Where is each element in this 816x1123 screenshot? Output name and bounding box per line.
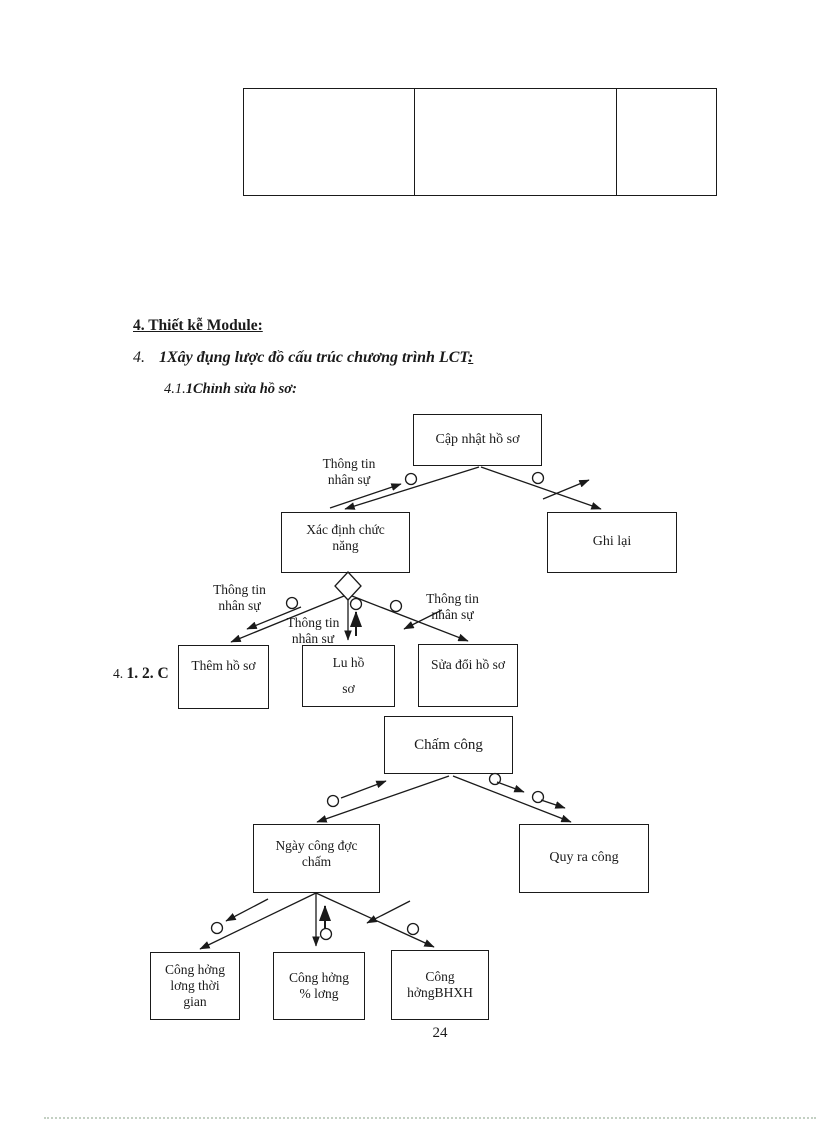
box-cham-cong: Chấm công <box>384 716 513 774</box>
flow-label-thong-tin-nhan-su: Thông tin nhân sự <box>322 456 376 487</box>
data-couple-circle <box>406 922 420 936</box>
data-couple-circle <box>404 472 418 486</box>
data-couple-circle <box>349 597 363 611</box>
data-couple-arrow <box>542 479 590 500</box>
heading-colon: : <box>467 349 474 366</box>
connector-line <box>480 466 602 510</box>
data-couple-circle <box>531 790 545 804</box>
data-couple-circle <box>210 921 224 935</box>
subsection-heading-partially-hidden: 4. 1. 2. C <box>113 665 169 683</box>
table-cell <box>414 89 616 195</box>
box-ngay-cong-duoc-cham: Ngày công đợc chấm <box>253 824 380 893</box>
heading-number: 4. <box>113 666 127 681</box>
data-couple-arrow <box>496 781 525 793</box>
table-cell <box>616 89 716 195</box>
flow-label-thong-tin-nhan-su: Thông tin nhân sự <box>426 591 479 622</box>
subsection-heading-lct: 4. 1Xây đụng lược đồ cấu trúc chương trìn… <box>133 349 473 367</box>
box-cong-huong-phan-tram-luong: Công hởng % lơng <box>273 952 365 1020</box>
data-couple-arrow <box>329 483 402 509</box>
data-couple-circle <box>389 599 403 613</box>
table-cell <box>244 89 414 195</box>
flow-label-thong-tin-nhan-su: Thông tin nhân sự <box>213 582 266 613</box>
page-break-dotted-line <box>44 1117 816 1119</box>
connector-line <box>316 775 450 823</box>
data-couple-circle <box>326 794 340 808</box>
subsection-heading-chinh-sua-ho-so: 4.1.1Chỉnh sửa hồ sơ: <box>164 381 297 398</box>
decision-diamond <box>334 571 362 601</box>
connector-line <box>452 775 572 823</box>
box-cap-nhat-ho-so: Cập nhật hồ sơ <box>413 414 542 466</box>
connector-line <box>315 892 435 948</box>
data-couple-circle <box>488 772 502 786</box>
data-couple-arrow <box>366 900 411 924</box>
connector-line <box>199 892 317 950</box>
box-xac-dinh-chuc-nang: Xác định chức năng <box>281 512 410 573</box>
box-cong-huong-bhxh: Công hởngBHXH <box>391 950 489 1020</box>
section-heading-module-design: 4. Thiết kễ Module: <box>133 317 263 334</box>
heading-text: 1. 2. C <box>126 665 169 682</box>
box-cong-huong-luong-thoi-gian: Công hởng lơng thời gian <box>150 952 240 1020</box>
page-number: 24 <box>432 1025 448 1041</box>
data-couple-arrow <box>340 780 387 799</box>
empty-table <box>243 88 717 196</box>
box-them-ho-so: Thêm hồ sơ <box>178 645 269 709</box>
heading-number: 4. <box>133 349 145 366</box>
heading-number: 4.1. <box>164 381 186 397</box>
data-couple-circle <box>285 596 299 610</box>
data-couple-circle <box>319 927 333 941</box>
flow-label-thong-tin-nhan-su: Thông tin nhân sư <box>286 615 340 646</box>
box-sua-doi-ho-so: Sửa đổi hồ sơ <box>418 644 518 707</box>
heading-text: 1Chỉnh sửa hồ sơ: <box>185 381 297 397</box>
data-couple-arrow <box>540 799 566 809</box>
box-ghi-lai: Ghi lại <box>547 512 677 573</box>
data-couple-circle <box>531 471 545 485</box>
data-couple-arrow <box>225 898 269 922</box>
box-luu-ho-so: Lu hồ sơ <box>302 645 395 707</box>
heading-text: 1Xây đụng lược đồ cấu trúc chương trình … <box>159 349 468 366</box>
box-quy-ra-cong: Quy ra công <box>519 824 649 893</box>
